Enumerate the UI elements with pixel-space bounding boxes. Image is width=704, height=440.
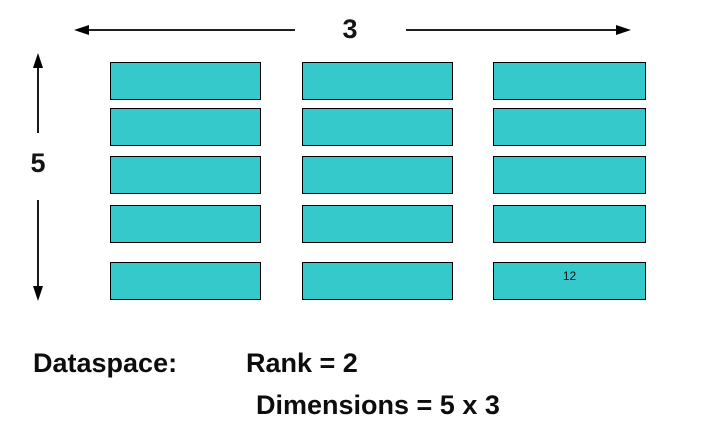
grid-cell bbox=[302, 262, 453, 300]
grid-cell bbox=[110, 205, 261, 243]
grid-cell-with-value: 12 bbox=[493, 262, 646, 300]
grid-cell bbox=[493, 156, 646, 194]
caption-dimensions-text: Dimensions = 5 x 3 bbox=[256, 390, 500, 420]
grid-cell bbox=[110, 156, 261, 194]
grid-cell bbox=[493, 205, 646, 243]
grid-cell bbox=[110, 62, 261, 100]
grid-cell bbox=[110, 108, 261, 146]
top-dimension-label: 3 bbox=[342, 14, 358, 44]
grid-cell bbox=[110, 262, 261, 300]
caption-dataspace-label: Dataspace: bbox=[33, 348, 178, 378]
vertical-dimension-arrow bbox=[33, 53, 43, 301]
grid-cell bbox=[302, 108, 453, 146]
left-dimension-label: 5 bbox=[30, 148, 46, 178]
caption-rank-text: Rank = 2 bbox=[246, 348, 358, 378]
cell-value-label: 12 bbox=[562, 269, 577, 283]
grid-cell bbox=[493, 62, 646, 100]
grid-cell bbox=[493, 108, 646, 146]
grid-cell bbox=[302, 156, 453, 194]
grid-cell bbox=[302, 205, 453, 243]
grid-cell bbox=[302, 62, 453, 100]
horizontal-dimension-arrow bbox=[74, 25, 631, 35]
